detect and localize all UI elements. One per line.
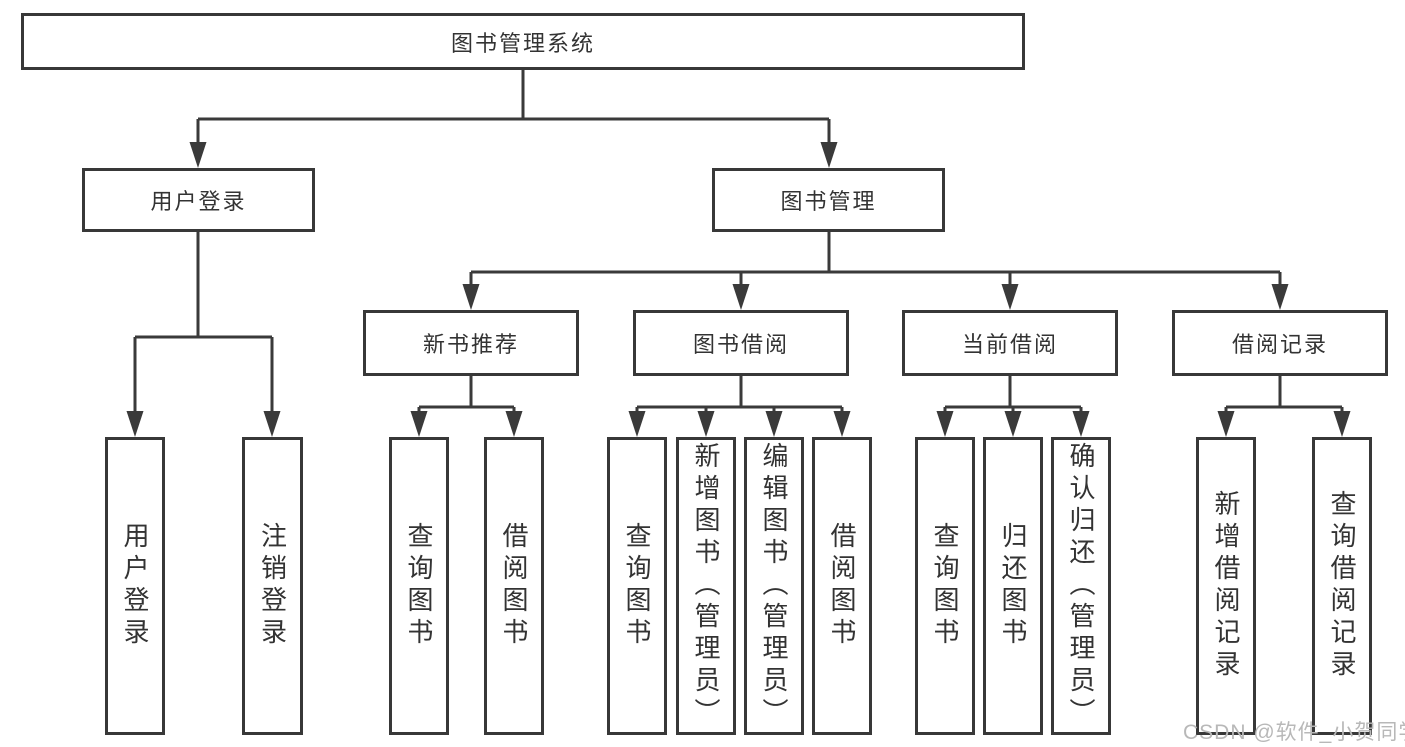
node-label: 新书推荐 (422, 332, 519, 357)
node-borrow-record: 借阅记录 (1172, 310, 1388, 376)
leaf-user-login: 用户登录 (105, 437, 165, 735)
leaf-query-book-2: 查询图书 (607, 437, 667, 735)
arrowhead (1001, 284, 1019, 310)
node-label: 查询图书 (930, 522, 960, 650)
node-new-book-recommend: 新书推荐 (363, 310, 579, 376)
node-user-login: 用户登录 (82, 168, 315, 232)
node-label: 查询图书 (622, 522, 652, 650)
node-label: 归还图书 (998, 522, 1028, 650)
arrowhead (1004, 411, 1022, 437)
arrowhead (833, 411, 851, 437)
arrowhead (1333, 411, 1351, 437)
arrowhead (410, 411, 428, 437)
arrowheads (126, 142, 1351, 437)
node-current-borrow: 当前借阅 (902, 310, 1118, 376)
arrowhead (505, 411, 523, 437)
arrowhead (628, 411, 646, 437)
leaf-confirm-return-admin: 确认归还（管理员） (1051, 437, 1111, 735)
node-label: 借阅图书 (827, 522, 857, 650)
node-book-borrow: 图书借阅 (633, 310, 849, 376)
node-label: 借阅图书 (499, 522, 529, 650)
node-label: 借阅记录 (1231, 332, 1328, 357)
node-book-management: 图书管理 (712, 168, 945, 232)
leaf-add-borrow-record: 新增借阅记录 (1196, 437, 1256, 735)
node-label: 图书借阅 (692, 332, 789, 357)
arrowhead (1217, 411, 1235, 437)
arrowhead (732, 284, 750, 310)
leaf-add-book-admin: 新增图书（管理员） (676, 437, 736, 735)
arrowhead (189, 142, 207, 168)
arrowhead (1271, 284, 1289, 310)
node-system-root: 图书管理系统 (21, 13, 1025, 70)
node-label: 新增借阅记录 (1211, 490, 1241, 682)
node-label: 编辑图书（管理员） (759, 442, 789, 730)
node-label: 图书管理 (780, 189, 877, 214)
node-label: 用户登录 (120, 522, 150, 650)
arrowhead (1072, 411, 1090, 437)
node-label: 图书管理系统 (450, 30, 595, 56)
leaf-query-book-1: 查询图书 (389, 437, 449, 735)
leaf-borrow-book-1: 借阅图书 (484, 437, 544, 735)
leaf-logout: 注销登录 (242, 437, 303, 735)
node-label: 用户登录 (150, 189, 247, 214)
leaf-query-book-3: 查询图书 (915, 437, 975, 735)
arrowhead (936, 411, 954, 437)
csdn-watermark: CSDN @软件_小贺同学 (1183, 721, 1405, 744)
arrowhead (462, 284, 480, 310)
leaf-borrow-book-2: 借阅图书 (812, 437, 872, 735)
node-label: 新增图书（管理员） (691, 442, 721, 730)
leaf-return-book: 归还图书 (983, 437, 1043, 735)
arrowhead (126, 411, 144, 437)
node-label: 注销登录 (257, 522, 288, 650)
arrowhead (765, 411, 783, 437)
node-label: 查询图书 (404, 522, 434, 650)
arrowhead (820, 142, 838, 168)
leaf-query-borrow-record: 查询借阅记录 (1312, 437, 1372, 735)
node-label: 当前借阅 (961, 332, 1058, 357)
arrowhead (697, 411, 715, 437)
node-label: 查询借阅记录 (1327, 490, 1357, 682)
leaf-edit-book-admin: 编辑图书（管理员） (744, 437, 804, 735)
node-label: 确认归还（管理员） (1066, 442, 1096, 730)
arrowhead (263, 411, 281, 437)
